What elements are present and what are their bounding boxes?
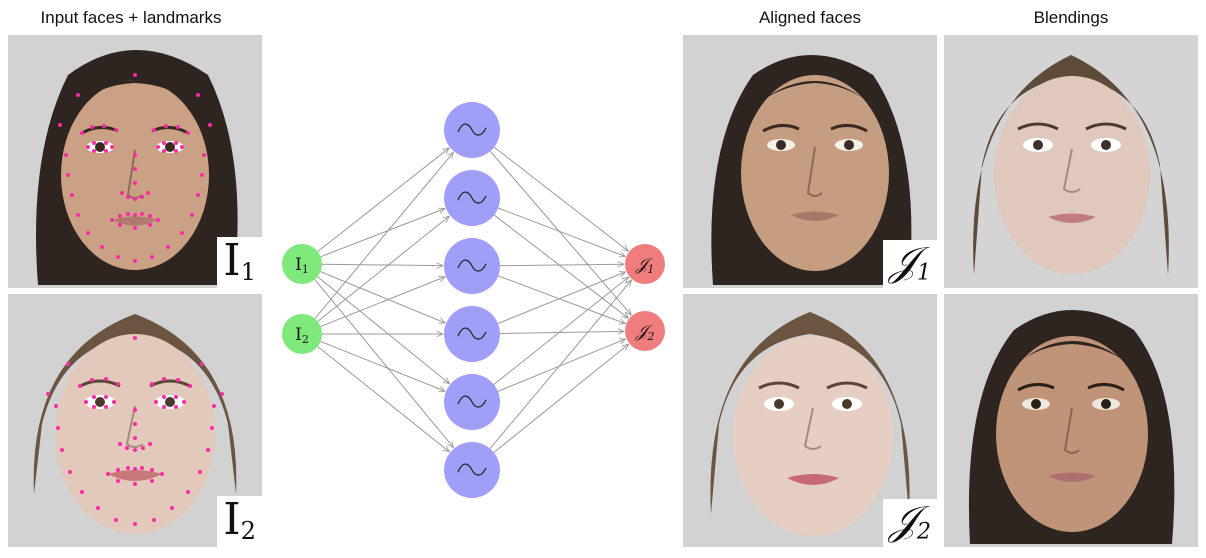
activation-wave-icon (457, 395, 487, 408)
hidden-node-3 (444, 238, 500, 294)
aligned-label-1: 𝒥1 (883, 238, 937, 288)
input-heading: Input faces + landmarks (40, 8, 222, 27)
aligned-face-image-2 (683, 294, 937, 547)
edge-input-1-hidden-1 (317, 148, 450, 253)
hidden-node-1 (444, 102, 500, 158)
input-label-1: I1 (217, 234, 262, 288)
blending-image-2 (944, 294, 1198, 547)
edge-input-2-hidden-2 (317, 216, 450, 322)
edge-hidden-1-output-1 (493, 146, 628, 251)
edge-hidden-4-output-2 (499, 331, 624, 333)
edge-input-2-hidden-6 (317, 346, 450, 451)
edge-input-2-hidden-1 (314, 152, 454, 319)
aligned-label-2-sub: 2 (917, 519, 931, 544)
input-face-2-panel: I2 (8, 294, 262, 547)
aligned-label-1-sub: 1 (917, 260, 931, 285)
edge-hidden-5-output-1 (493, 277, 629, 385)
hidden-node-6 (444, 442, 500, 498)
input-node-2: I2 (282, 314, 322, 354)
edge-input-1-hidden-2 (320, 208, 445, 258)
aligned-face-image-1 (683, 35, 937, 288)
hidden-node-2 (444, 170, 500, 226)
activation-wave-icon (457, 259, 487, 272)
activation-wave-icon (457, 123, 487, 136)
input-node-1-label: I1 (295, 255, 309, 276)
blending-image-1 (944, 35, 1198, 288)
edge-hidden-1-output-2 (489, 150, 631, 315)
edge-hidden-4-output-1 (497, 272, 626, 324)
edge-hidden-5-output-2 (497, 339, 626, 392)
aligned-label-2-main: 𝒥 (889, 497, 917, 544)
hidden-node-5 (444, 374, 500, 430)
blending-2-panel (944, 294, 1198, 547)
edge-hidden-3-output-2 (498, 275, 625, 324)
edge-input-2-hidden-5 (320, 340, 446, 391)
input-node-2-circle (282, 314, 322, 354)
blending-1-panel (944, 35, 1198, 288)
input-label-2-sub: 2 (240, 516, 256, 545)
edge-input-1-hidden-4 (320, 271, 445, 323)
edge-input-1-hidden-5 (317, 276, 450, 384)
output-node-2: 𝒥2 (625, 311, 665, 351)
edge-input-2-hidden-3 (320, 277, 446, 328)
edge-hidden-3-output-1 (499, 264, 624, 265)
blendings-heading: Blendings (1033, 8, 1109, 27)
input-label-2-main: I (223, 493, 241, 545)
network-edges (314, 146, 632, 453)
aligned-label-1-main: 𝒥 (889, 238, 917, 285)
edge-hidden-2-output-2 (493, 214, 628, 318)
edge-hidden-2-output-1 (497, 207, 625, 257)
aligned-face-2-panel: 𝒥2 (683, 294, 937, 547)
edge-hidden-6-output-1 (489, 280, 631, 449)
input-label-2: I2 (217, 493, 262, 547)
output-node-2-circle (625, 311, 665, 351)
aligned-heading: Aligned faces (758, 8, 862, 27)
hidden-node-4 (444, 306, 500, 362)
edge-input-1-hidden-6 (314, 279, 454, 447)
output-node-1: 𝒥1 (625, 244, 665, 284)
face-image-1 (8, 35, 262, 288)
input-label-1-main: I (223, 234, 241, 286)
aligned-face-1-panel: 𝒥1 (683, 35, 937, 288)
aligned-label-2: 𝒥2 (883, 497, 937, 547)
edge-hidden-6-output-2 (493, 344, 629, 453)
edge-input-1-hidden-3 (321, 264, 443, 265)
input-node-1: I1 (282, 244, 322, 284)
input-face-1-panel: I1 (8, 35, 262, 288)
output-node-1-circle (625, 244, 665, 284)
activation-wave-icon (457, 463, 487, 476)
activation-wave-icon (457, 191, 487, 204)
input-label-1-sub: 1 (240, 257, 256, 286)
input-node-1-circle (282, 244, 322, 284)
activation-wave-icon (457, 327, 487, 340)
input-node-2-label: I2 (295, 325, 309, 346)
